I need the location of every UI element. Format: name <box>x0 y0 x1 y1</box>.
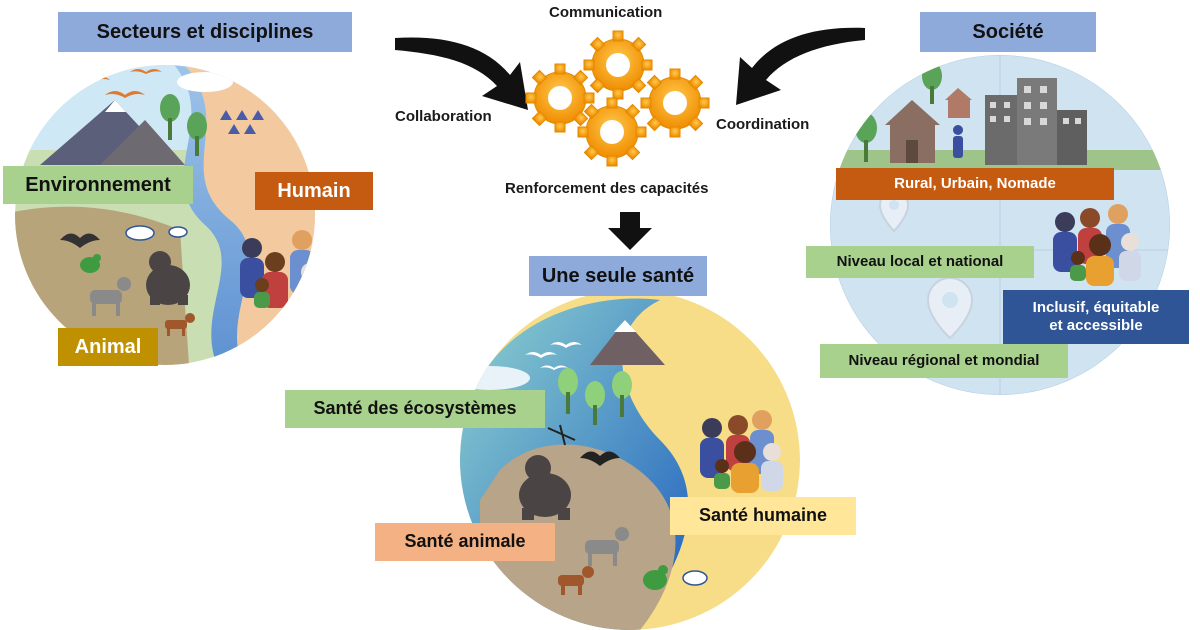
label-inclusive-line2: et accessible <box>1049 317 1143 334</box>
label-animal-health: Santé animale <box>375 523 555 561</box>
bird-icon <box>80 254 101 273</box>
tree-icon <box>160 94 180 122</box>
plants-icon <box>220 110 264 134</box>
label-rural-urban-nomad: Rural, Urbain, Nomade <box>836 168 1114 200</box>
label-inclusive: Inclusif, équitable et accessible <box>1003 290 1189 344</box>
river-shape <box>170 65 250 365</box>
label-ecosystem-health: Santé des écosystèmes <box>285 390 545 428</box>
label-animal: Animal <box>58 328 158 366</box>
label-inclusive-line1: Inclusif, équitable <box>1032 299 1160 316</box>
tree-icon <box>855 113 877 143</box>
people-group-icon <box>700 410 783 493</box>
person-icon <box>953 125 963 158</box>
arrow-down-icon <box>608 212 652 250</box>
gorilla-icon <box>146 251 190 305</box>
cloud-icon <box>460 366 530 390</box>
fish-icon <box>682 570 708 586</box>
label-human: Humain <box>255 172 373 210</box>
dog-icon <box>558 566 594 595</box>
bat-icon <box>60 233 100 248</box>
label-local-national: Niveau local et national <box>806 246 1034 278</box>
dog-icon <box>165 313 195 336</box>
birds-icon <box>525 342 582 370</box>
title-society: Société <box>920 12 1096 52</box>
label-human-health: Santé humaine <box>670 497 856 535</box>
arrow-left-icon <box>395 37 528 110</box>
trees-icon <box>558 368 632 425</box>
arrow-right-icon <box>736 27 865 106</box>
gorilla-icon <box>519 455 571 520</box>
label-regional-global: Niveau régional et mondial <box>820 344 1068 378</box>
label-capacity-building: Renforcement des capacités <box>505 180 709 197</box>
goat-icon <box>90 277 131 316</box>
house-icon <box>885 100 940 163</box>
people-group-icon <box>1053 204 1141 286</box>
center-circle-illustration <box>460 290 800 630</box>
mosquito-icon <box>547 424 576 446</box>
cloud-icon <box>177 72 233 92</box>
hen-icon <box>643 565 668 590</box>
small-house-icon <box>945 88 972 118</box>
fish-icon <box>125 225 188 241</box>
label-collaboration: Collaboration <box>395 108 492 125</box>
title-sectors-disciplines: Secteurs et disciplines <box>58 12 352 52</box>
buildings-icon <box>985 78 1087 165</box>
title-one-health: Une seule santé <box>529 256 707 296</box>
mountain-icon <box>590 320 665 365</box>
left-circle-illustration <box>15 65 315 365</box>
bat-icon <box>580 451 620 466</box>
goat-icon <box>585 527 629 566</box>
label-communication: Communication <box>549 4 663 21</box>
label-coordination: Coordination <box>716 116 810 133</box>
location-pin-large-icon <box>926 277 974 340</box>
gears-icon <box>525 30 710 167</box>
label-environment: Environnement <box>3 166 193 204</box>
